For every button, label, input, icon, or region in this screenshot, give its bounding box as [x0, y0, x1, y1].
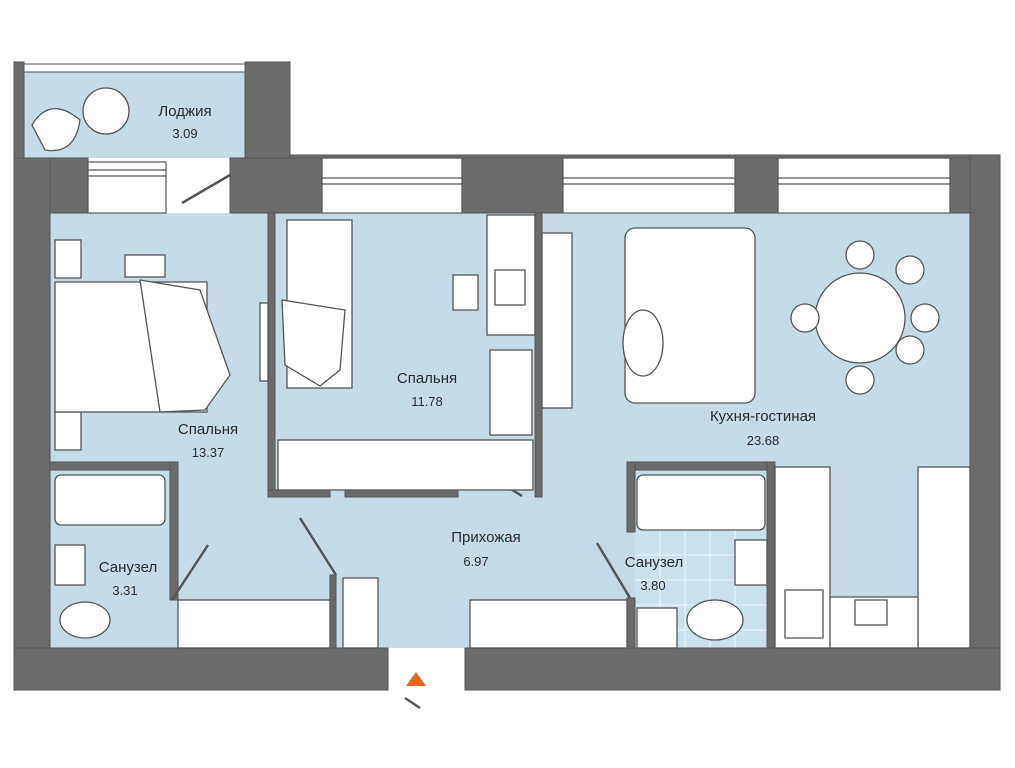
- room-area: 3.80: [640, 578, 665, 593]
- window: [777, 157, 951, 214]
- toilet-icon: [686, 599, 744, 641]
- room-area: 6.97: [463, 554, 488, 569]
- wardrobe-icon: [277, 439, 534, 491]
- nightstand-icon: [54, 411, 82, 451]
- bathtub-icon: [636, 474, 766, 531]
- room-bathroom-1: Санузел 3.31: [99, 559, 157, 598]
- sink-icon: [734, 539, 768, 586]
- bathtub-icon: [54, 474, 166, 526]
- room-name: Санузел: [99, 559, 157, 576]
- room-area: 3.09: [172, 126, 197, 141]
- room-name: Спальня: [397, 370, 457, 387]
- room-loggia: Лоджия 3.09: [158, 103, 211, 141]
- window: [321, 157, 463, 214]
- room-area: 3.31: [112, 583, 137, 598]
- dining-table-icon: [814, 272, 906, 364]
- hallway-wardrobe-icon: [177, 599, 331, 649]
- door-bath2: [595, 542, 632, 599]
- toilet-icon: [59, 601, 111, 639]
- tv-stand-icon: [541, 232, 573, 409]
- window: [562, 157, 736, 214]
- kitchen-sink-icon: [784, 589, 824, 639]
- room-name: Прихожая: [451, 529, 521, 546]
- room-hallway: Прихожая 6.97: [451, 529, 521, 569]
- coffee-table-icon: [622, 309, 664, 377]
- door-loggia: [181, 173, 231, 205]
- nightstand-icon: [54, 239, 82, 279]
- loggia-railing: [23, 63, 246, 73]
- shelf-icon: [489, 349, 533, 436]
- room-name: Санузел: [625, 554, 683, 571]
- room-name: Спальня: [178, 421, 238, 438]
- entrance-marker-icon: [406, 672, 426, 686]
- door-entrance: [404, 696, 421, 710]
- room-name: Кухня-гостиная: [710, 408, 816, 425]
- stove-icon: [854, 599, 888, 626]
- room-bedroom-2: Спальня 11.78: [397, 370, 457, 409]
- desk-chair-icon: [452, 274, 479, 311]
- shoe-rack-icon: [342, 577, 379, 649]
- room-kitchen-living: Кухня-гостиная 23.68: [710, 408, 816, 448]
- hallway-wardrobe-icon: [469, 599, 628, 649]
- room-bathroom-2: Санузел 3.80: [625, 554, 683, 593]
- walls: [13, 61, 1001, 691]
- room-area: 11.78: [411, 394, 443, 409]
- table-icon: [82, 87, 130, 135]
- slippers-icon: [124, 254, 166, 278]
- chair-icon: [31, 107, 81, 152]
- radiator-icon: [259, 302, 269, 382]
- door-bath1: [170, 544, 210, 601]
- room-area: 23.68: [747, 433, 780, 448]
- washing-machine-icon: [636, 607, 678, 649]
- room-bedroom-1: Спальня 13.37: [178, 421, 238, 460]
- sink-icon: [54, 544, 86, 586]
- door-bedroom1: [298, 517, 338, 576]
- laptop-icon: [494, 269, 526, 306]
- room-name: Лоджия: [158, 103, 211, 120]
- furniture: [31, 87, 971, 649]
- room-area: 13.37: [192, 445, 225, 460]
- kitchen-counter-icon: [917, 466, 971, 649]
